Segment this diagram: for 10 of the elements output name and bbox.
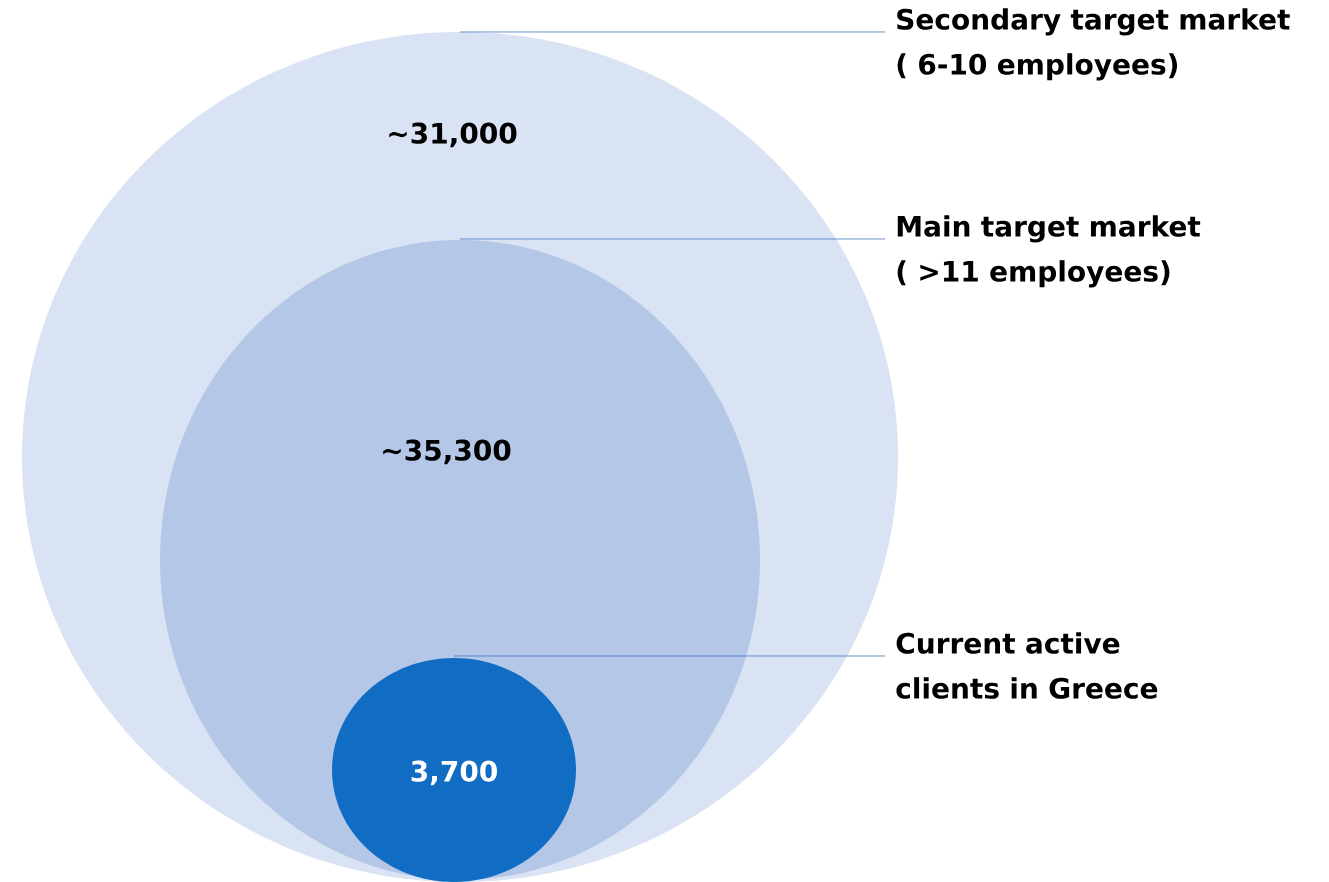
leader-line — [459, 31, 886, 33]
count-label: 3,700 — [411, 760, 497, 786]
leader-line — [459, 238, 886, 240]
leader-line — [453, 655, 886, 657]
ellipse — [332, 658, 576, 882]
count-label: ~35,300 — [383, 439, 511, 465]
callout-text: Main target market ( >11 employees) — [897, 215, 1201, 288]
callout-text: Current active clients in Greece — [896, 632, 1158, 699]
callout-text: Secondary target market ( 6-10 employees) — [897, 8, 1290, 81]
count-label: ~31,000 — [389, 122, 517, 148]
